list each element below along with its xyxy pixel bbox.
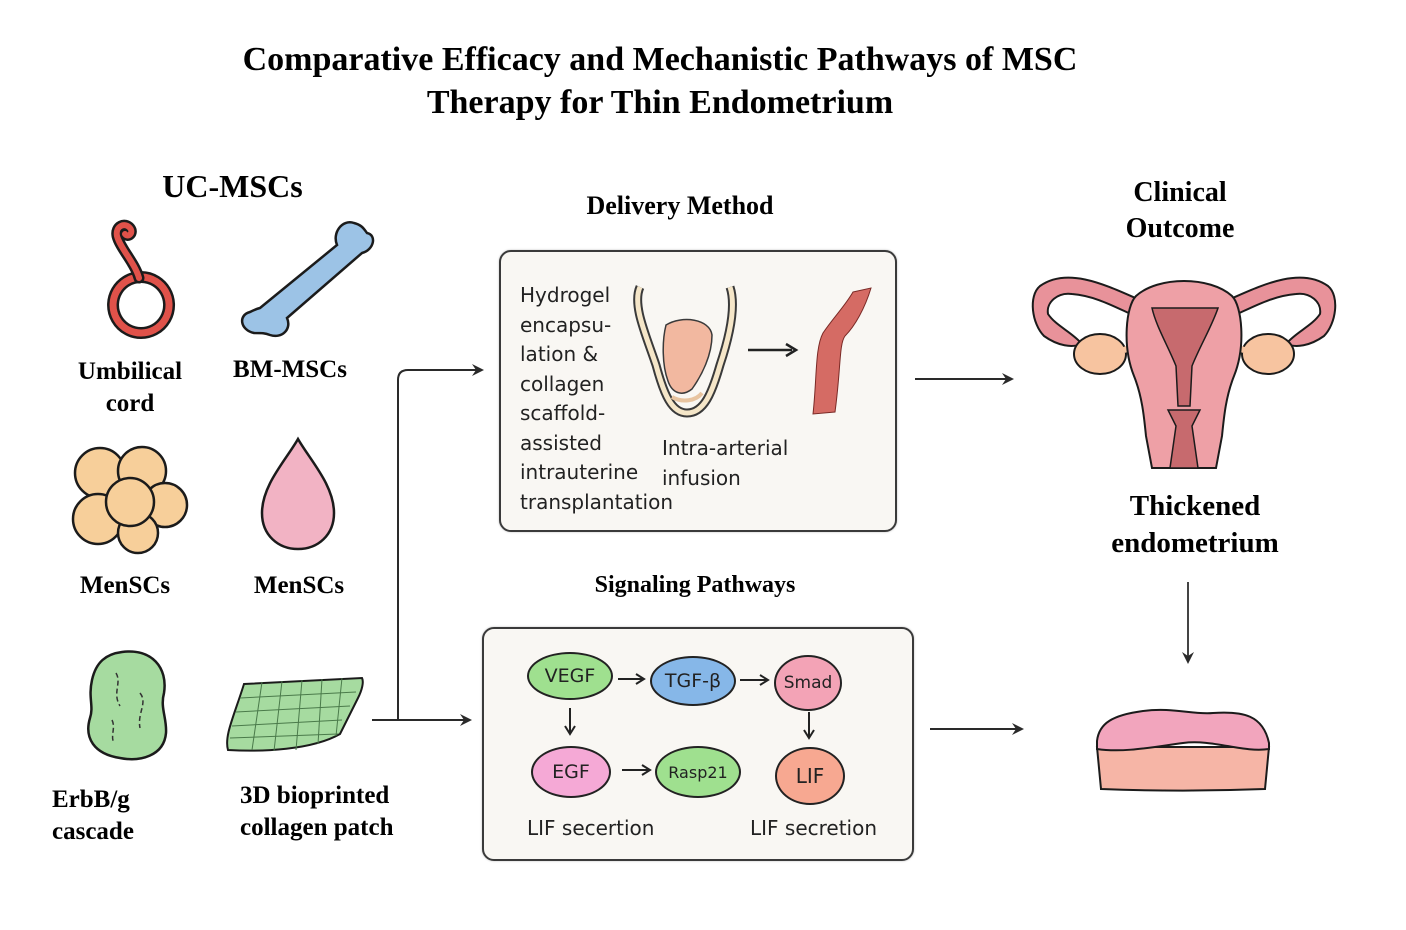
signaling-footer-left: LIF secertion [527,816,655,840]
source-label-erbb: ErbB/g cascade [52,786,134,845]
sources-heading: UC-MSCs [162,168,303,204]
node-smad: Smad [774,655,842,711]
outcome-result: Thickened endometrium [1111,490,1279,559]
endometrium-tissue-icon [1095,708,1271,792]
green-blob-icon [87,650,168,761]
source-label-umbilical: Umbilical cord [77,358,183,417]
infusion-label: Intra-arterial infusion [662,436,789,490]
bone-icon [241,221,375,338]
node-tgf-beta: TGF-β [650,656,736,706]
source-label-menscs-2: MenSCs [253,572,345,599]
connector-to-delivery [372,364,484,721]
right-arrow-icon [748,342,799,358]
delivery-description: Hydrogel encapsu- lation & collagen scaf… [520,283,674,514]
delivery-heading: Delivery Method [586,191,774,220]
umbilical-cord-icon [107,219,176,339]
title-line-2: Therapy for Thin Endometrium [426,84,894,121]
node-egf: EGF [531,746,611,798]
uterus-cavity-icon [633,285,737,418]
node-vegf: VEGF [527,652,613,700]
signaling-footer-right: LIF secretion [750,816,878,840]
title-line-1: Comparative Efficacy and Mechanistic Pat… [242,41,1078,78]
cell-cluster-icon [71,445,189,555]
source-label-menscs-1: MenSCs [79,572,171,599]
diagram-title: Comparative Efficacy and Mechanistic Pat… [150,38,1170,124]
collagen-patch-icon [226,676,364,752]
node-rasp21: Rasp21 [655,746,741,798]
droplet-icon [260,436,336,551]
outcome-heading: Clinical Outcome [1125,177,1235,244]
signaling-heading: Signaling Pathways [594,572,796,598]
source-label-bm-mscs: BM-MSCs [233,356,347,383]
uterus-icon [1031,276,1337,469]
source-label-collagen-patch: 3D bioprinted collagen patch [240,782,394,841]
artery-icon [812,287,872,415]
node-lif: LIF [775,747,845,805]
